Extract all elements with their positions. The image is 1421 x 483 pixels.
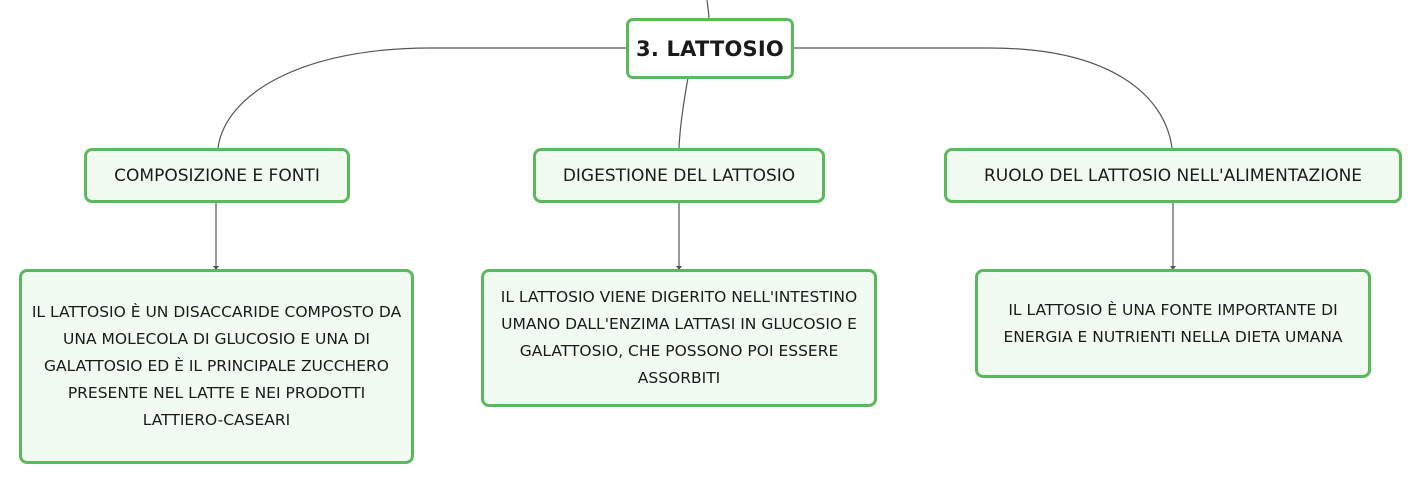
branch-node-label: DIGESTIONE DEL LATTOSIO — [562, 165, 796, 186]
arrowhead — [1170, 266, 1176, 270]
detail-node-composizione[interactable]: IL LATTOSIO È UN DISACCARIDE COMPOSTO DA… — [19, 269, 414, 464]
connector-root-to-digestione — [678, 77, 689, 149]
detail-node-text: IL LATTOSIO È UN DISACCARIDE COMPOSTO DA… — [31, 303, 402, 429]
arrowhead — [213, 266, 219, 270]
detail-node-ruolo[interactable]: IL LATTOSIO È UNA FONTE IMPORTANTE DI EN… — [975, 269, 1371, 378]
connector-from-parent — [706, 0, 710, 21]
branch-node-label: COMPOSIZIONE E FONTI — [114, 165, 320, 186]
detail-node-text: IL LATTOSIO VIENE DIGERITO NELL'INTESTIN… — [500, 288, 858, 387]
root-node-label: 3. LATTOSIO — [636, 36, 784, 61]
branch-node-digestione[interactable]: DIGESTIONE DEL LATTOSIO — [533, 148, 825, 203]
connector-root-to-composizione — [217, 47, 627, 149]
root-node[interactable]: 3. LATTOSIO — [626, 18, 794, 79]
branch-node-ruolo[interactable]: RUOLO DEL LATTOSIO NELL'ALIMENTAZIONE — [944, 148, 1402, 203]
branch-node-composizione[interactable]: COMPOSIZIONE E FONTI — [84, 148, 350, 203]
branch-node-label: RUOLO DEL LATTOSIO NELL'ALIMENTAZIONE — [983, 165, 1363, 186]
connector-root-to-ruolo — [793, 47, 1173, 149]
detail-node-text: IL LATTOSIO È UNA FONTE IMPORTANTE DI EN… — [1003, 300, 1343, 346]
detail-node-digestione[interactable]: IL LATTOSIO VIENE DIGERITO NELL'INTESTIN… — [481, 269, 877, 407]
arrowhead — [676, 266, 682, 270]
